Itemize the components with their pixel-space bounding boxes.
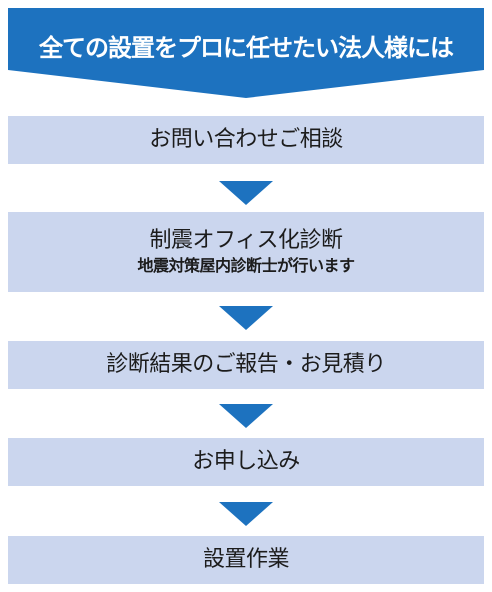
step-report-estimate: 診断結果のご報告・お見積り [8,341,484,389]
step-label: 診断結果のご報告・お見積り [106,352,386,377]
step-label: 設置作業 [202,547,290,572]
header-banner: 全ての設置をプロに任せたい法人様には [8,8,484,98]
banner-shape [8,8,484,98]
step-inquiry: お問い合わせご相談 [8,116,484,164]
step-installation: 設置作業 [8,536,484,584]
step-label: お申し込み [192,449,300,474]
banner-pointer-shape [8,8,484,98]
down-arrow-icon [219,181,273,205]
down-arrow-icon [219,502,273,526]
step-sub-label: 地震対策屋内診断士が行います [137,256,355,275]
step-application: お申し込み [8,438,484,486]
step-diagnosis: 制震オフィス化診断 地震対策屋内診断士が行います [8,212,484,292]
step-label: お問い合わせご相談 [149,127,343,152]
down-arrow-icon [219,404,273,428]
down-arrow-icon [219,306,273,330]
step-label: 制震オフィス化診断 [149,228,343,253]
banner-title: 全ての設置をプロに任せたい法人様には [39,34,454,62]
